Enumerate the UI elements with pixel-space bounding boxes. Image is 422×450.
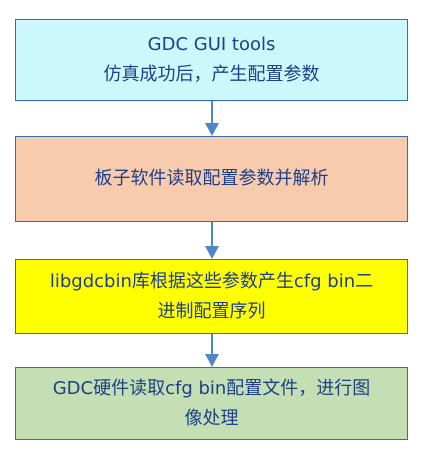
flow-step-libgdcbin: libgdcbin库根据这些参数产生cfg bin二 进制配置序列 bbox=[15, 259, 408, 334]
step-4-line-1: GDC硬件读取cfg bin配置文件，进行图 bbox=[52, 377, 371, 399]
step-2-line-1: 板子软件读取配置参数并解析 bbox=[94, 168, 329, 189]
flow-arrow-1 bbox=[205, 101, 219, 136]
flow-step-gui-tools: GDC GUI tools 仿真成功后，产生配置参数 bbox=[15, 19, 408, 101]
step-3-line-1: libgdcbin库根据这些参数产生cfg bin二 bbox=[49, 270, 374, 292]
step-3-line-2: 进制配置序列 bbox=[157, 300, 266, 322]
step-4-line-2: 像处理 bbox=[184, 407, 239, 429]
flow-step-gdc-hardware: GDC硬件读取cfg bin配置文件，进行图 像处理 bbox=[15, 367, 408, 440]
step-1-line-1: GDC GUI tools bbox=[147, 34, 276, 55]
flow-arrow-3 bbox=[205, 334, 219, 367]
step-1-line-2: 仿真成功后，产生配置参数 bbox=[103, 64, 320, 85]
flow-arrow-2 bbox=[205, 222, 219, 259]
flow-step-board-software: 板子软件读取配置参数并解析 bbox=[15, 136, 408, 222]
